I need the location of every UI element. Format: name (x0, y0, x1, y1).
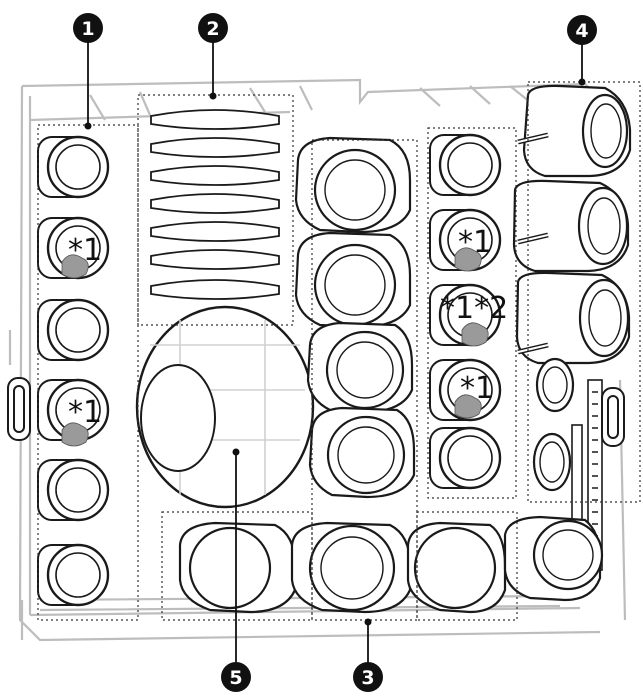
rack-frame (8, 78, 627, 642)
right-large-mugs (512, 84, 632, 492)
large-bowl (135, 305, 315, 509)
callout-2: 2 (198, 13, 228, 43)
callout-3: 3 (353, 662, 383, 692)
svg-text:4: 4 (575, 20, 588, 42)
mark-left-4: *1 (68, 395, 102, 430)
svg-text:5: 5 (229, 667, 242, 689)
svg-text:3: 3 (361, 667, 374, 689)
callout-5: 5 (221, 662, 251, 692)
mark-right-3: *1*2 (440, 291, 508, 326)
zone-3-left (161, 511, 313, 621)
side-handles (7, 377, 625, 447)
mark-right-4: *1 (460, 371, 494, 406)
zone-2 (137, 94, 294, 326)
svg-text:2: 2 (206, 18, 219, 40)
plates-stack (150, 109, 280, 300)
middle-cups (294, 136, 416, 499)
soil-spots (61, 247, 489, 447)
left-cups (36, 135, 110, 607)
zone-3-mid (311, 139, 418, 621)
mark-left-2: *1 (68, 233, 102, 268)
zone-inner-right (427, 127, 517, 499)
leader-lines (87, 42, 583, 662)
mark-right-2: *1 (458, 225, 492, 260)
bottom-cups (178, 515, 604, 614)
zone-3-right (416, 511, 518, 621)
svg-text:1: 1 (81, 18, 94, 40)
leader-dots (84, 78, 586, 626)
callout-4: 4 (567, 15, 597, 45)
callout-1: 1 (73, 13, 103, 43)
